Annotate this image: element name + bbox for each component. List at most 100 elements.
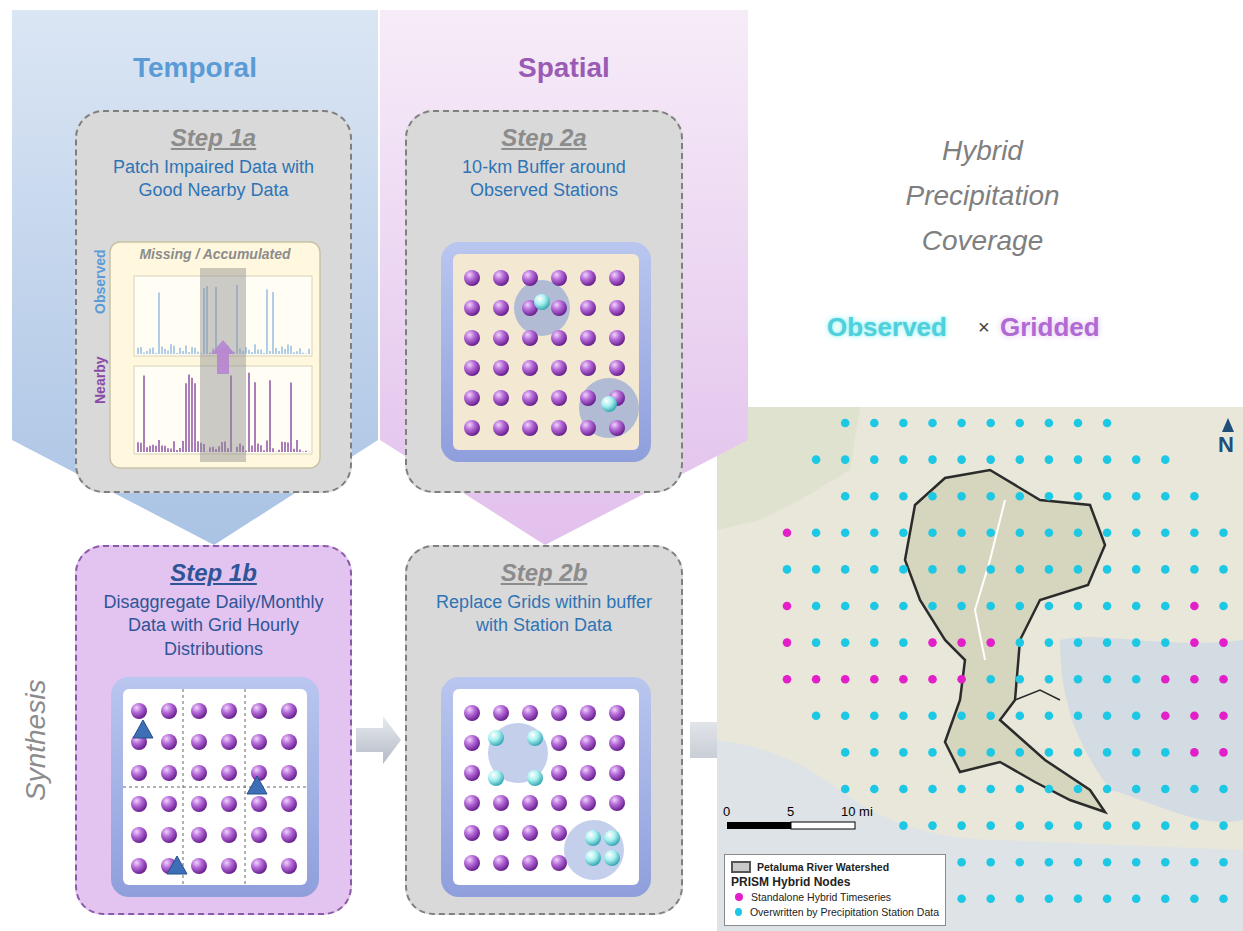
grid-node	[1219, 675, 1228, 684]
grid-dot	[161, 703, 177, 719]
grid-node	[1016, 785, 1025, 794]
precip-bar	[296, 351, 297, 354]
grid-node	[841, 602, 850, 611]
grid-dot	[191, 827, 207, 843]
grid-dot	[551, 270, 567, 286]
legend-heading: PRISM Hybrid Nodes	[731, 875, 850, 889]
precip-bar	[176, 450, 177, 452]
precip-bar	[281, 346, 282, 354]
grid-node	[1074, 492, 1083, 501]
step-description: Disaggregate Daily/Monthly Data with Gri…	[95, 591, 332, 661]
grid-dot	[551, 390, 567, 406]
grid-node	[986, 565, 995, 574]
precip-bar	[260, 350, 261, 354]
grid-node	[1074, 675, 1083, 684]
grid-node	[957, 492, 966, 501]
subbasin-line	[975, 500, 1005, 660]
step-box: Step 2a10-km Buffer around Observed Stat…	[405, 110, 683, 493]
grid-node	[1074, 565, 1083, 574]
precip-bar	[143, 353, 144, 354]
grid-node	[1016, 712, 1025, 721]
grid-dot	[221, 858, 237, 874]
scale-number: 10 mi	[841, 804, 873, 819]
precip-bar	[194, 383, 195, 452]
precip-bar	[254, 382, 255, 452]
grid-dot	[522, 360, 538, 376]
panel-heading: Hybrid Precipitation Coverage	[880, 128, 1085, 263]
grid-node	[870, 565, 879, 574]
grid-node	[1190, 492, 1199, 501]
grid-dot	[464, 795, 480, 811]
grid-node	[841, 675, 850, 684]
grid-node	[1045, 419, 1054, 428]
grid-node	[986, 455, 995, 464]
grid-node	[986, 492, 995, 501]
grid-dot	[161, 827, 177, 843]
precip-bar	[188, 352, 189, 354]
grid-node	[928, 712, 937, 721]
precip-bar	[140, 347, 141, 354]
grid-dot	[464, 765, 480, 781]
bay-water	[717, 740, 1243, 931]
grid-dot	[281, 796, 297, 812]
scale-number: 0	[723, 804, 730, 819]
grid-node	[928, 638, 937, 647]
grid-node	[899, 565, 908, 574]
grid-node	[1103, 748, 1112, 757]
grid-dot	[251, 796, 267, 812]
grid-node	[841, 455, 850, 464]
row-label: Synthesis	[20, 679, 52, 800]
grid-node	[1016, 455, 1025, 464]
grid-node	[1016, 602, 1025, 611]
step-box: Step 1bDisaggregate Daily/Monthly Data w…	[75, 545, 352, 915]
precip-bar	[137, 442, 138, 452]
precip-bar	[296, 440, 297, 452]
grid-node	[1103, 565, 1112, 574]
grid-node	[1161, 638, 1170, 647]
grid-dot	[464, 360, 480, 376]
grid-node	[870, 492, 879, 501]
step-box: Step 1aPatch Impaired Data with Good Nea…	[75, 110, 352, 493]
grid-node	[1219, 748, 1228, 757]
grid-node	[957, 565, 966, 574]
grid-node	[986, 529, 995, 538]
step-heading: Step 2a	[407, 124, 681, 152]
grid-dot	[131, 827, 147, 843]
grid-node	[1016, 821, 1025, 830]
scale-bar	[791, 822, 855, 829]
grid-dot	[609, 420, 625, 436]
disaggregation-panel	[109, 675, 321, 899]
scale-bar	[727, 822, 791, 829]
grid-node	[928, 419, 937, 428]
station-dot	[604, 850, 620, 866]
buffer-panel	[439, 240, 653, 464]
grid-dot	[493, 390, 509, 406]
grid-node	[1161, 492, 1170, 501]
grid-node	[1190, 675, 1199, 684]
grid-node	[1132, 895, 1141, 904]
grid-node	[870, 675, 879, 684]
grid-node	[1045, 785, 1054, 794]
grid-node	[1103, 455, 1112, 464]
precip-bar	[197, 352, 198, 354]
grid-dot	[464, 390, 480, 406]
grid-dot	[580, 735, 596, 751]
precip-bar	[266, 289, 267, 354]
replacement-panel	[439, 675, 653, 899]
precip-bar	[185, 346, 186, 354]
grid-dot	[131, 765, 147, 781]
precip-bar	[143, 376, 144, 452]
grid-node	[1161, 858, 1170, 867]
precip-bar	[188, 375, 189, 452]
grid-dot	[251, 703, 267, 719]
grid-node	[1016, 858, 1025, 867]
precip-bar	[293, 352, 294, 354]
grid-dot	[251, 734, 267, 750]
grid-node	[1016, 748, 1025, 757]
grid-dot	[464, 330, 480, 346]
grid-node	[1132, 748, 1141, 757]
grid-node	[928, 565, 937, 574]
station-triangle	[167, 856, 187, 874]
precip-bar	[251, 352, 252, 354]
grid-node	[1103, 675, 1112, 684]
